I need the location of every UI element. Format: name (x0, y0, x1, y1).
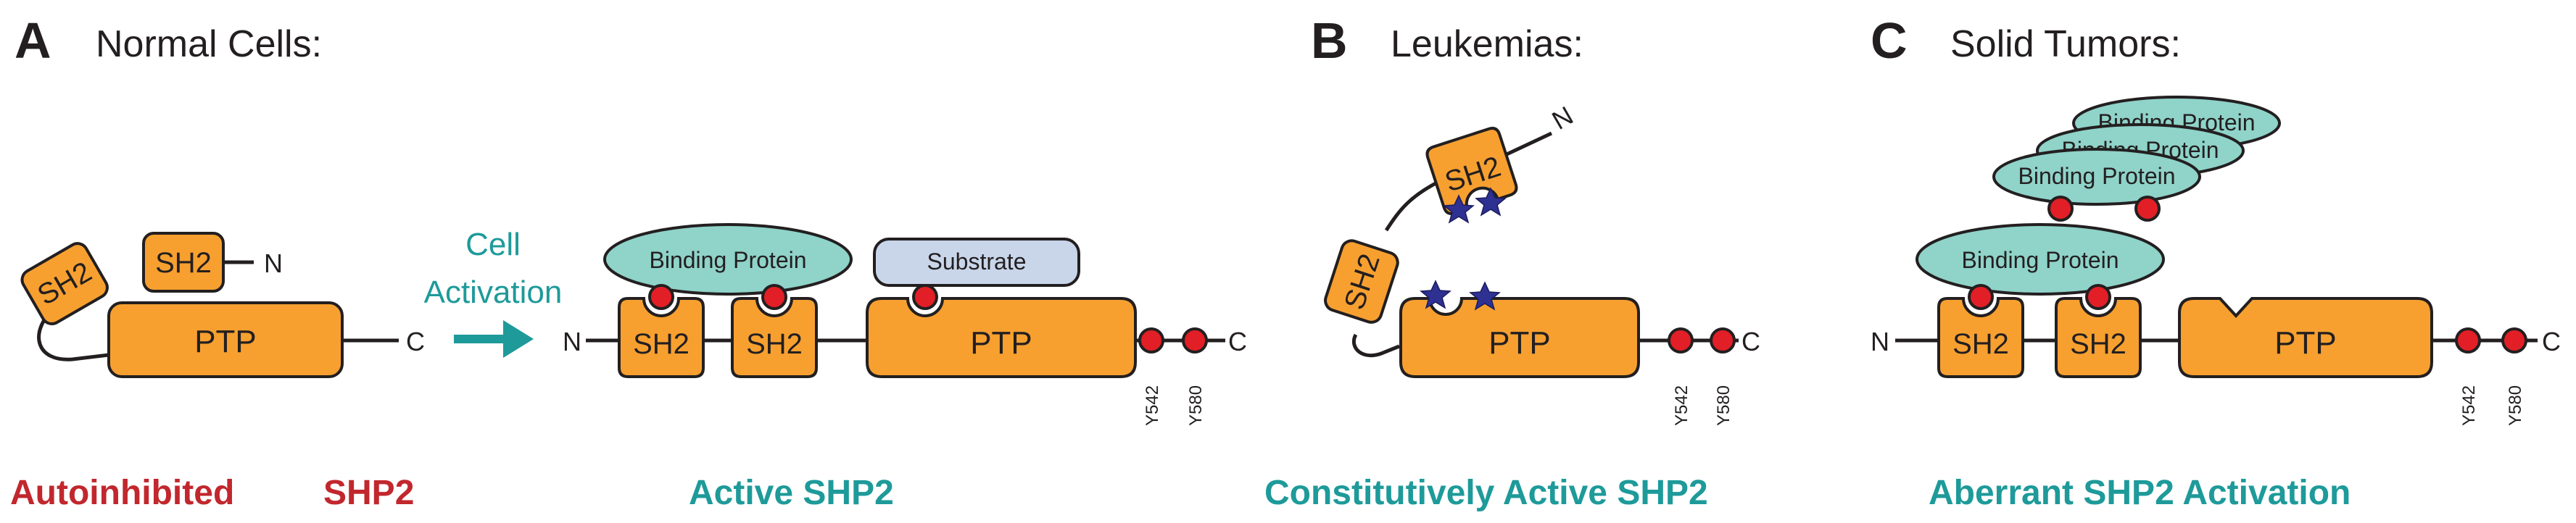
mutation-star (1420, 280, 1451, 309)
linker-top-to-side (1384, 177, 1444, 232)
sh2-label: SH2 (155, 247, 212, 279)
sh2-box (20, 242, 109, 325)
sh2-label: SH2 (2070, 328, 2126, 360)
y542-site-dot (1138, 327, 1164, 353)
ptp-label: PTP (2274, 325, 2337, 361)
n-terminus-label: N (264, 248, 283, 278)
ptp-domain (107, 301, 344, 378)
sh2-domain-n (618, 297, 705, 378)
panel-title-c: Solid Tumors: (1950, 23, 2181, 65)
y580-label: Y580 (2506, 385, 2525, 426)
c-terminus-label: C (1742, 327, 1760, 356)
binding-protein-stacked (1992, 148, 2201, 206)
phospho-site-dot (2134, 196, 2161, 222)
binding-protein (1916, 223, 2165, 296)
panel-c: C Solid Tumors: Binding Protein Binding … (1871, 12, 2561, 512)
panel-title-a: Normal Cells: (96, 23, 322, 65)
sh2-domain-c (2055, 297, 2142, 378)
caption-constitutively-active: Constitutively Active SHP2 (1264, 474, 1708, 512)
n-terminus-label: N (563, 327, 581, 356)
arrow-head (503, 320, 534, 358)
ptp-label: PTP (1488, 325, 1551, 361)
mutation-star (1443, 194, 1475, 224)
phospho-site-dot (2085, 284, 2111, 310)
caption-autoinhibited: Autoinhibited (10, 474, 234, 512)
substrate (873, 238, 1080, 287)
sh2-box (1324, 239, 1399, 324)
c-terminus-label: C (1228, 327, 1247, 356)
c-terminus-label: C (406, 327, 425, 356)
phospho-site-dot (2047, 196, 2074, 222)
n-terminus-label: N (1547, 100, 1578, 135)
ptp-domain (2178, 297, 2433, 378)
sh2-domain-top: SH2 (1425, 127, 1518, 215)
ptp-domain (866, 297, 1137, 378)
phospho-site-dot (761, 284, 787, 310)
y580-site-dot (1710, 327, 1736, 353)
y580-site-dot (1182, 327, 1208, 353)
sh2-label: SH2 (633, 328, 689, 360)
binding-protein-label: Binding Protein (2018, 163, 2175, 189)
y580-label: Y580 (1186, 385, 1206, 426)
linker-top-sh2-to-n (1504, 131, 1553, 157)
panel-letter-b: B (1311, 12, 1348, 69)
binding-protein (603, 223, 853, 296)
sh2-domain-side: SH2 (1324, 239, 1399, 324)
sh2-domain-c (731, 297, 818, 378)
y542-label: Y542 (1672, 385, 1691, 426)
mutation-star (1469, 281, 1501, 311)
arrow-label-line1: Cell (465, 227, 521, 262)
binding-protein-label: Binding Protein (1961, 247, 2119, 273)
panel-title-b: Leukemias: (1391, 23, 1583, 65)
y542-label: Y542 (2459, 385, 2479, 426)
c-terminus-label: C (2542, 327, 2561, 356)
active-shp2: N Binding Protein Substrate SH2 SH2 PTP (563, 223, 1247, 426)
y580-site-dot (2501, 327, 2527, 353)
y580-label: Y580 (1714, 385, 1734, 426)
panel-b: B Leukemias: SH2 SH2 PTP C N Y542 Y580 (1264, 12, 1760, 512)
panel-letter-c: C (1871, 12, 1908, 69)
sh2-domain (142, 232, 225, 293)
autoinhibited-shp2: PTP SH2 SH2 N C (20, 232, 425, 378)
panel-a: A Normal Cells: PTP SH2 SH2 N C Cell Act… (10, 12, 1247, 512)
panel-letter-a: A (15, 12, 51, 69)
linker-side-to-ptp (1351, 333, 1400, 358)
ptp-domain (1399, 297, 1640, 378)
sh2-domain-rotated: SH2 (20, 242, 109, 325)
n-terminus-label: N (1871, 327, 1889, 356)
y542-site-dot (2455, 327, 2481, 353)
caption-active-shp2: Active SHP2 (689, 474, 894, 512)
ptp-label: PTP (194, 324, 257, 359)
caption-shp2: SHP2 (323, 474, 414, 512)
sh2-label: SH2 (1952, 328, 2009, 360)
phospho-site-dot (912, 284, 938, 310)
sh2-domain-n (1937, 297, 2024, 378)
phospho-site-dot (648, 284, 674, 310)
phospho-site-dot (1968, 284, 1994, 310)
y542-label: Y542 (1143, 385, 1162, 426)
y542-site-dot (1668, 327, 1694, 353)
substrate-label: Substrate (927, 248, 1027, 275)
mutation-star (1475, 187, 1507, 217)
ptp-label: PTP (970, 325, 1032, 361)
binding-protein-label: Binding Protein (649, 247, 806, 273)
cell-activation-arrow: Cell Activation (424, 227, 563, 358)
arrow-label-line2: Activation (424, 275, 563, 310)
caption-aberrant-activation: Aberrant SHP2 Activation (1929, 474, 2351, 512)
sh2-label: SH2 (746, 328, 803, 360)
